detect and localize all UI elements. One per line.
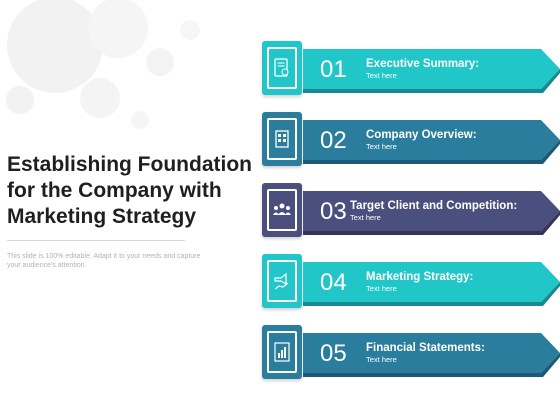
editable-note: This slide is 100% editable. Adapt it to…: [7, 253, 201, 269]
item-banner: [303, 262, 560, 306]
item-heading: Executive Summary:: [366, 58, 480, 70]
item-banner: [303, 120, 560, 164]
item-subtext: Text here: [350, 213, 381, 222]
item-heading: Financial Statements:: [366, 342, 485, 354]
item-number: 01: [320, 56, 347, 83]
item-subtext: Text here: [366, 355, 397, 364]
item-row-04: 04 Marketing Strategy: Text here: [262, 254, 560, 312]
item-banner: [303, 191, 560, 235]
decorative-bubbles: [6, 0, 200, 129]
team-icon: [267, 189, 297, 231]
item-subtext: Text here: [366, 142, 397, 151]
item-number: 05: [320, 340, 347, 367]
icon-tile: [262, 112, 302, 166]
item-number: 02: [320, 127, 347, 154]
item-subtext: Text here: [366, 71, 397, 80]
item-number: 03: [320, 198, 347, 225]
report-chart-icon: [267, 331, 297, 373]
item-heading: Marketing Strategy:: [366, 271, 474, 283]
item-row-01: 01 Executive Summary: Text here: [262, 41, 560, 99]
item-banner: [303, 49, 560, 93]
item-banner: [303, 333, 560, 377]
item-row-03: 03 Target Client and Competition: Text h…: [262, 183, 560, 241]
megaphone-chart-icon: [267, 260, 297, 302]
document-badge-icon: [267, 47, 297, 89]
building-icon: [267, 118, 297, 160]
icon-tile: [262, 325, 302, 379]
item-row-02: 02 Company Overview: Text here: [262, 112, 560, 170]
item-subtext: Text here: [366, 284, 397, 293]
item-number: 04: [320, 269, 347, 296]
slide-title: Establishing Foundation for the Company …: [7, 153, 252, 228]
item-heading: Company Overview:: [366, 129, 477, 141]
icon-tile: [262, 183, 302, 237]
icon-tile: [262, 41, 302, 95]
icon-tile: [262, 254, 302, 308]
title-divider: [7, 240, 185, 241]
item-row-05: 05 Financial Statements: Text here: [262, 325, 560, 383]
item-heading: Target Client and Competition:: [350, 200, 518, 212]
